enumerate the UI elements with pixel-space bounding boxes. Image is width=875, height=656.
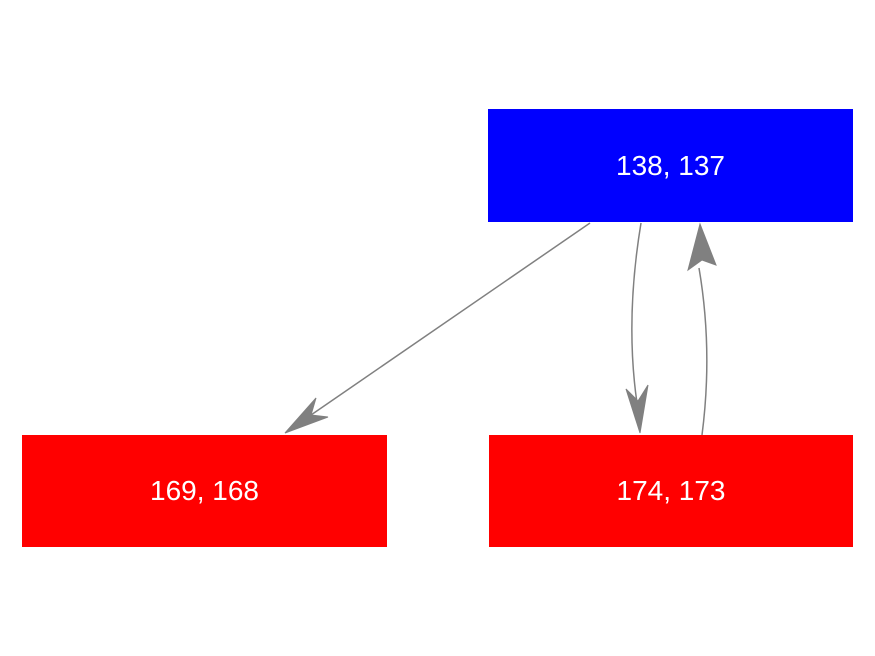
node-label: 174, 173 <box>616 475 726 506</box>
arrowhead-icon <box>625 384 649 434</box>
edge-top-to-bottom-left <box>284 222 591 434</box>
node-label: 169, 168 <box>150 475 259 506</box>
edge-top-to-bottom-right <box>625 222 649 434</box>
arrowhead-icon <box>687 222 717 272</box>
node-label: 138, 137 <box>616 149 725 181</box>
node-174-173: 174, 173 <box>489 435 853 547</box>
edge-bottom-right-to-top <box>687 222 717 436</box>
edge-line <box>631 222 642 404</box>
node-169-168: 169, 168 <box>22 435 387 547</box>
edge-line <box>310 222 591 416</box>
edge-line <box>698 267 708 436</box>
arrowhead-icon <box>284 397 329 434</box>
node-138-137: 138, 137 <box>488 109 853 222</box>
